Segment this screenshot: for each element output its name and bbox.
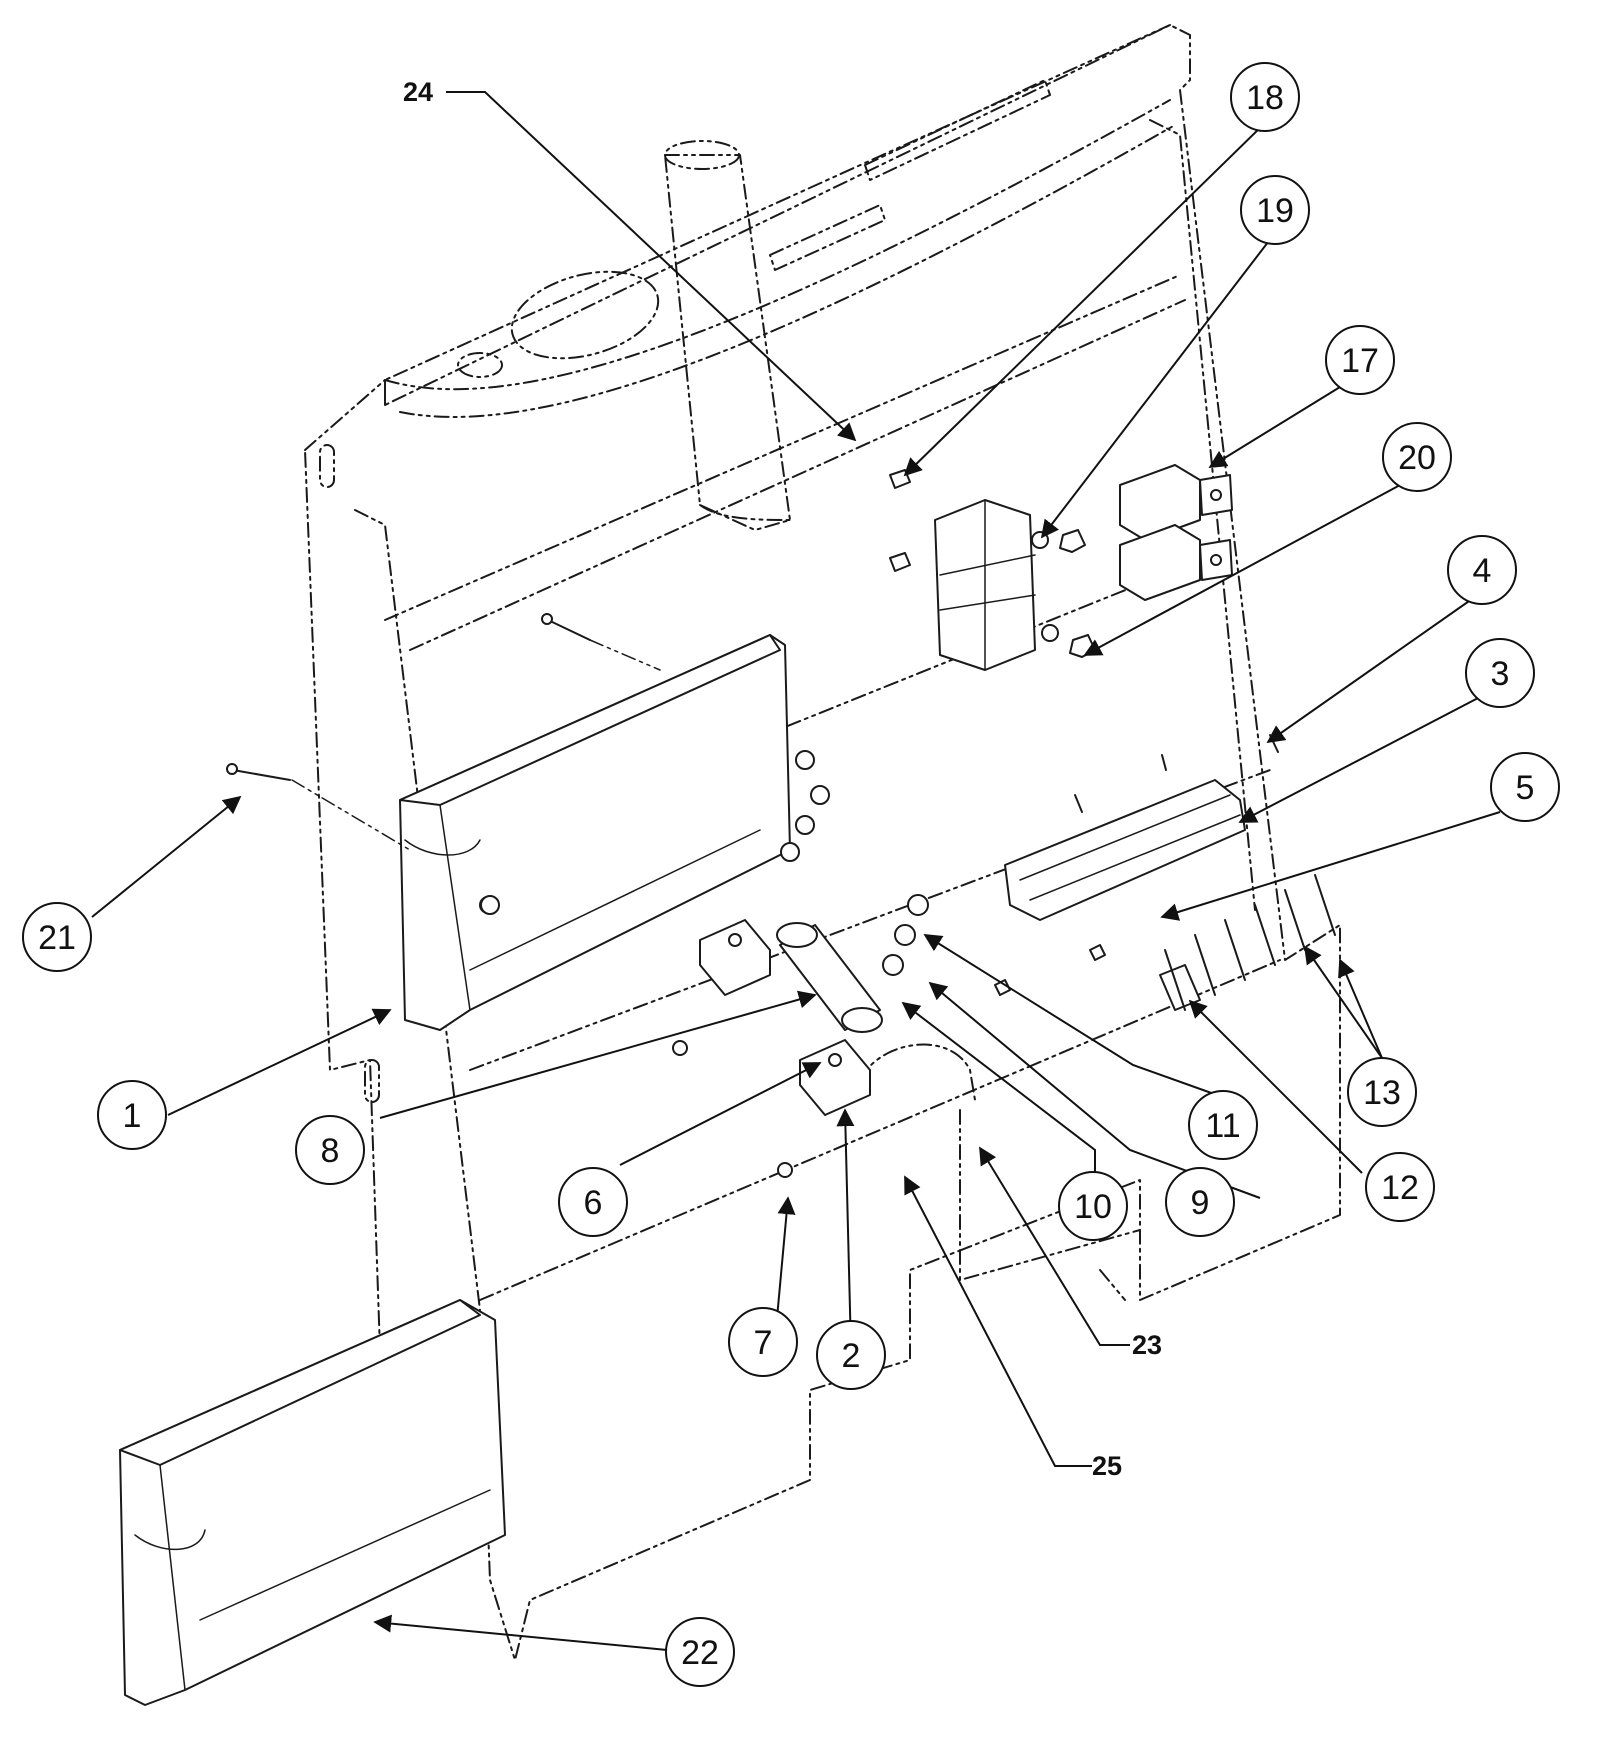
enclosure-hardware [480, 750, 1106, 1178]
callout-circle [1490, 752, 1560, 822]
callout-circle [22, 902, 92, 972]
callout-7: 7 [728, 1307, 798, 1377]
callout-circle [1188, 1090, 1258, 1160]
callout-number: 1 [123, 1097, 142, 1135]
callout-number: 10 [1074, 1188, 1112, 1226]
callout-number: 5 [1516, 769, 1535, 807]
callout-number: 9 [1191, 1184, 1210, 1222]
terminal-strip [1004, 779, 1246, 921]
callout-circle [1347, 1057, 1417, 1127]
relay-pair [1119, 464, 1233, 601]
callout-11: 11 [1188, 1090, 1258, 1160]
callout-4: 4 [1447, 535, 1517, 605]
callout-number: 22 [681, 1634, 719, 1672]
callout-number: 3 [1491, 655, 1510, 693]
callout-24: 24 [403, 77, 433, 107]
callout-10: 10 [1058, 1171, 1128, 1241]
relay-block-hardware [1031, 529, 1096, 658]
callout-number: 21 [38, 919, 76, 957]
callout-circle [665, 1617, 735, 1687]
callout-circle [1365, 1152, 1435, 1222]
enclosure-cover-upper [399, 634, 791, 1031]
fuse-row [1159, 874, 1336, 1011]
callout-circle [1240, 175, 1310, 245]
callout-circle [728, 1307, 798, 1377]
callout-5: 5 [1490, 752, 1560, 822]
callout-circle [1058, 1171, 1128, 1241]
callout-number: 8 [321, 1132, 340, 1170]
callout-circle [816, 1320, 886, 1390]
callout-12: 12 [1365, 1152, 1435, 1222]
callout-circle [558, 1167, 628, 1237]
callout-3: 3 [1465, 638, 1535, 708]
callout-number: 20 [1398, 439, 1436, 477]
callout-circle [1465, 638, 1535, 708]
callout-number: 4 [1473, 552, 1492, 590]
callout-17: 17 [1325, 325, 1395, 395]
callout-18: 18 [1230, 62, 1300, 132]
callout-19: 19 [1240, 175, 1310, 245]
callout-number: 11 [1205, 1107, 1240, 1145]
callout-circle [1165, 1167, 1235, 1237]
enclosure-cover-lower [119, 1299, 506, 1706]
callout-1: 1 [97, 1080, 167, 1150]
callout-8: 8 [295, 1115, 365, 1185]
callout-number: 17 [1341, 342, 1379, 380]
callout-22: 22 [665, 1617, 735, 1687]
callout-number: 7 [754, 1324, 773, 1362]
callout-9: 9 [1165, 1167, 1235, 1237]
callout-number: 2 [842, 1337, 861, 1375]
callout-6: 6 [558, 1167, 628, 1237]
callout-13: 13 [1347, 1057, 1417, 1127]
callout-circle [1325, 325, 1395, 395]
screws [226, 613, 1279, 851]
callout-circle [1230, 62, 1300, 132]
callout-23: 23 [1132, 1330, 1162, 1360]
callout-number: 18 [1246, 79, 1284, 117]
back-panel-frame [304, 24, 1341, 1661]
cable-tube-assembly [699, 919, 883, 1116]
callout-circle [295, 1115, 365, 1185]
callout-21: 21 [22, 902, 92, 972]
leader-lines [91, 91, 1501, 1651]
callout-number: 12 [1381, 1169, 1419, 1207]
callout-number: 13 [1363, 1074, 1401, 1112]
callout-number: 19 [1256, 192, 1294, 230]
callout-circle [1447, 535, 1517, 605]
callout-number: 6 [584, 1184, 603, 1222]
callout-20: 20 [1382, 422, 1452, 492]
callout-circle [97, 1080, 167, 1150]
callout-circle [1382, 422, 1452, 492]
callout-2: 2 [816, 1320, 886, 1390]
relay-block [889, 469, 1036, 671]
callout-25: 25 [1092, 1451, 1122, 1481]
plain-callouts: 23 24 25 [403, 77, 1162, 1481]
